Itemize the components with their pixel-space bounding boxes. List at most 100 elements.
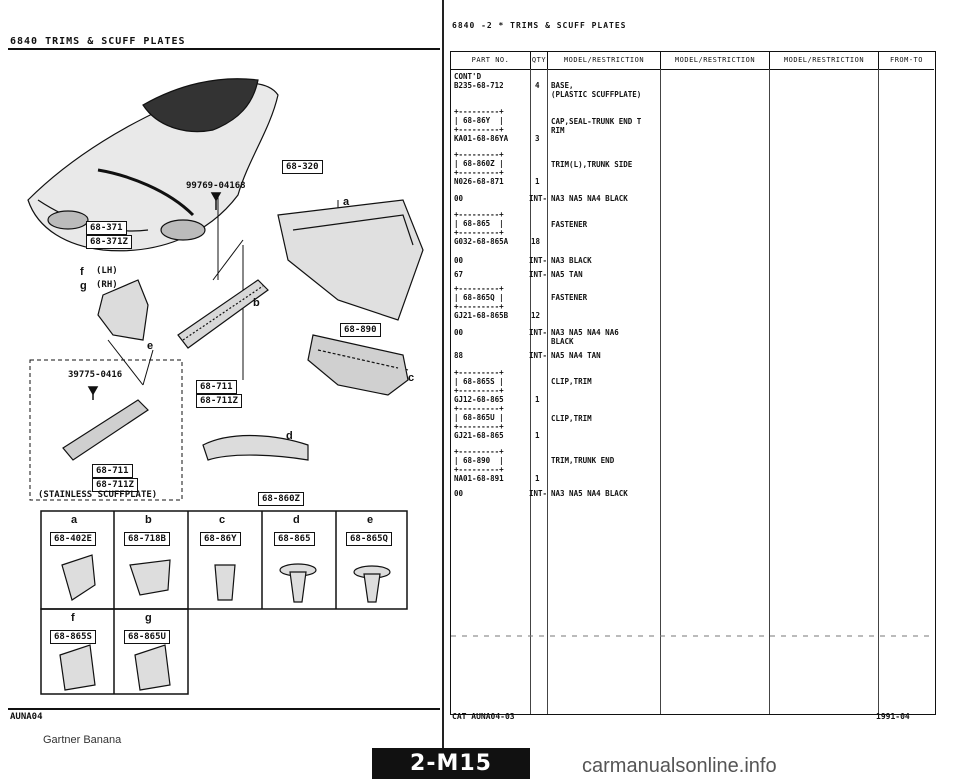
grid-mark-d: d bbox=[293, 514, 300, 526]
row-9-qty: INT- bbox=[529, 328, 548, 337]
row-11-part: +---------+ | 68-865S | +---------+ GJ12… bbox=[454, 368, 504, 404]
watermark-text: carmanualsonline.info bbox=[582, 755, 777, 777]
clip-g-icon bbox=[134, 644, 171, 691]
callout-a: a bbox=[343, 196, 350, 208]
row-7-part: 67 bbox=[454, 270, 464, 279]
row-10-qty: INT- bbox=[529, 351, 548, 360]
grid-mark-a: a bbox=[71, 514, 78, 526]
row-12-qty: 1 bbox=[535, 431, 540, 440]
vline-2 bbox=[547, 69, 548, 714]
row-1-desc: BASE, (PLASTIC SCUFFPLATE) bbox=[551, 81, 642, 99]
fastener-symbols bbox=[87, 192, 222, 400]
row-9-part: 00 bbox=[454, 328, 464, 337]
vline-3 bbox=[660, 69, 661, 714]
col-model-restriction-1: MODEL/RESTRICTION bbox=[548, 52, 661, 70]
grid-box-68-402E: 68-402E bbox=[50, 532, 96, 546]
label-stainless-scuffplate: (STAINLESS SCUFFPLATE) bbox=[38, 490, 158, 500]
grid-mark-f: f bbox=[71, 612, 75, 624]
row-6-desc: NA3 BLACK bbox=[551, 256, 592, 265]
row-10-part: 88 bbox=[454, 351, 464, 360]
exploded-parts-diagram bbox=[27, 78, 424, 501]
grid-box-68-865Q: 68-865Q bbox=[346, 532, 392, 546]
page-number-badge: 2-M15 bbox=[410, 751, 492, 776]
row-1-part: CONT'D B235-68-712 bbox=[454, 72, 504, 90]
grid-box-68-865S: 68-865S bbox=[50, 630, 96, 644]
box-68-711Z-b: 68-711Z bbox=[92, 478, 138, 492]
grid-box-68-718B: 68-718B bbox=[124, 532, 170, 546]
row-5-desc: FASTENER bbox=[551, 220, 588, 229]
parts-table: PART NO. QTY MODEL/RESTRICTION MODEL/RES… bbox=[450, 51, 936, 715]
label-99769: 99769-04168 bbox=[186, 181, 246, 191]
stainless-scuff-plate bbox=[62, 399, 149, 461]
grid-mark-g: g bbox=[145, 612, 152, 624]
left-bottom-rule bbox=[8, 708, 440, 710]
row-8-qty: 12 bbox=[531, 311, 541, 320]
col-from-to: FROM-TO bbox=[879, 52, 934, 70]
box-68-320: 68-320 bbox=[282, 160, 323, 174]
row-7-qty: INT- bbox=[529, 270, 548, 279]
left-title-rule bbox=[8, 48, 440, 50]
box-68-711-a: 68-711 bbox=[196, 380, 237, 394]
box-68-711-b: 68-711 bbox=[92, 464, 133, 478]
row-13-qty: 1 bbox=[535, 474, 540, 483]
row-4-part: 00 bbox=[454, 194, 464, 203]
row-13-part: +---------+ | 68-890 | +---------+ NA01-… bbox=[454, 447, 504, 483]
row-2-qty: 3 bbox=[535, 134, 540, 143]
row-14-part: 00 bbox=[454, 489, 464, 498]
fastener-a-icon bbox=[61, 554, 96, 601]
right-catalog-code: CAT AUNA04-03 bbox=[452, 712, 515, 721]
row-11-desc: CLIP,TRIM bbox=[551, 377, 592, 386]
row-6-part: 00 bbox=[454, 256, 464, 265]
row-5-qty: 18 bbox=[531, 237, 541, 246]
callout-d: d bbox=[286, 430, 293, 442]
row-10-desc: NA5 NA4 TAN bbox=[551, 351, 601, 360]
vline-5 bbox=[878, 69, 879, 714]
box-68-890: 68-890 bbox=[340, 323, 381, 337]
car-illustration bbox=[27, 78, 279, 252]
credit-text: Gartner Banana bbox=[43, 734, 122, 746]
label-39775: 39775-0416 bbox=[68, 370, 123, 380]
row-5-part: +---------+ | 68-865 | +---------+ G032-… bbox=[454, 210, 509, 246]
callout-e: e bbox=[147, 340, 154, 352]
row-7-desc: NA5 TAN bbox=[551, 270, 583, 279]
grid-mark-c: c bbox=[219, 514, 226, 526]
row-9-desc: NA3 NA5 NA4 NA6 BLACK bbox=[551, 328, 619, 346]
row-3-part: +---------+ | 68-860Z | +---------+ N026… bbox=[454, 150, 504, 186]
row-2-desc: CAP,SEAL-TRUNK END T RIM bbox=[551, 117, 642, 135]
car-wheel-front bbox=[47, 210, 89, 230]
row-3-desc: TRIM(L),TRUNK SIDE bbox=[551, 160, 633, 169]
car-trunk-opening bbox=[142, 78, 259, 133]
left-page-title: 6840 TRIMS & SCUFF PLATES bbox=[10, 36, 186, 47]
row-2-part: +---------+ | 68-86Y | +---------+ KA01-… bbox=[454, 107, 509, 143]
small-parts-grid: a b c d e f g 68-402E 68-718B 68-86Y 68-… bbox=[40, 510, 408, 695]
row-12-part: +---------+ | 68-865U | +---------+ GJ21… bbox=[454, 404, 504, 440]
small-parts-grid-lines bbox=[40, 510, 408, 695]
row-13-desc: TRIM,TRUNK END bbox=[551, 456, 615, 465]
row-6-qty: INT- bbox=[529, 256, 548, 265]
row-12-desc: CLIP,TRIM bbox=[551, 414, 592, 423]
row-11-qty: 1 bbox=[535, 395, 540, 404]
row-1-qty: 4 bbox=[535, 81, 540, 90]
row-14-qty: INT- bbox=[529, 489, 548, 498]
box-68-371Z: 68-371Z bbox=[86, 235, 132, 249]
label-lh: (LH) bbox=[96, 266, 118, 276]
scuff-plate-upper bbox=[177, 279, 269, 349]
callout-f: f bbox=[80, 266, 84, 278]
stainless-scuff-frame bbox=[29, 359, 183, 501]
row-4-qty: INT- bbox=[529, 194, 548, 203]
row-14-desc: NA3 NA5 NA4 BLACK bbox=[551, 489, 628, 498]
page-badge-bg bbox=[372, 748, 530, 779]
box-68-860Z: 68-860Z bbox=[258, 492, 304, 506]
grid-mark-e: e bbox=[367, 514, 374, 526]
page-divider bbox=[442, 0, 444, 779]
vline-1 bbox=[530, 69, 531, 714]
grid-box-68-865U: 68-865U bbox=[124, 630, 170, 644]
clip-b-icon bbox=[129, 559, 171, 596]
left-catalog-code: AUNA04 bbox=[10, 712, 43, 722]
row-8-part: +---------+ | 68-865Q | +---------+ GJ21… bbox=[454, 284, 509, 320]
callout-b: b bbox=[253, 297, 260, 309]
clip-f-icon bbox=[59, 644, 96, 691]
cap-c-icon bbox=[214, 564, 236, 601]
col-qty: QTY bbox=[531, 52, 548, 70]
right-page-title: 6840 -2 * TRIMS & SCUFF PLATES bbox=[452, 21, 627, 30]
